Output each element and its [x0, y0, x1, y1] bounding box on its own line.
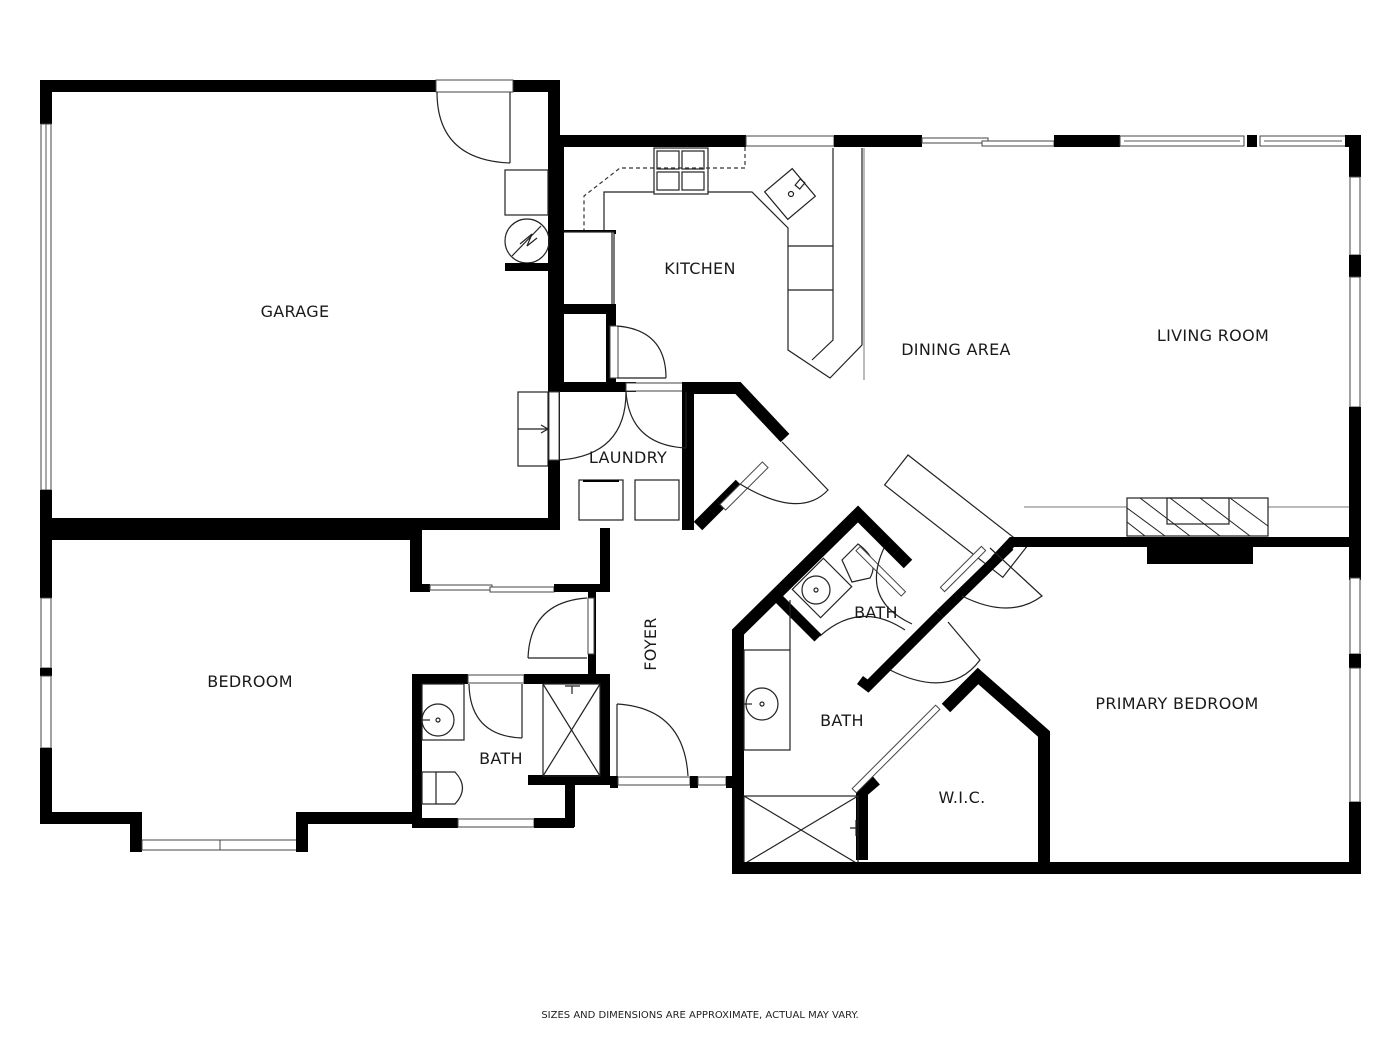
label-bath-small: BATH [854, 603, 898, 622]
label-wic: W.I.C. [939, 788, 986, 807]
label-kitchen: KITCHEN [664, 259, 735, 278]
label-bath-hall: BATH [479, 749, 523, 768]
label-laundry: LAUNDRY [589, 448, 667, 467]
label-primary-bedroom: PRIMARY BEDROOM [1095, 694, 1258, 713]
living-fixtures [883, 454, 1361, 580]
disclaimer-text: SIZES AND DIMENSIONS ARE APPROXIMATE, AC… [541, 1010, 858, 1021]
label-garage: GARAGE [261, 302, 330, 321]
label-living-room: LIVING ROOM [1157, 326, 1269, 345]
bath-hall-area [412, 674, 610, 828]
room-labels: GARAGE KITCHEN DINING AREA LIVING ROOM L… [207, 259, 1269, 807]
bedroom-area [40, 528, 610, 852]
label-bedroom: BEDROOM [207, 672, 293, 691]
label-dining-area: DINING AREA [901, 340, 1011, 359]
label-bath-primary: BATH [820, 711, 864, 730]
label-foyer: FOYER [641, 617, 660, 670]
primary-suite [732, 505, 1361, 874]
laundry-area [548, 380, 829, 531]
foyer-area [610, 703, 738, 788]
kitchen-area [556, 135, 1361, 505]
